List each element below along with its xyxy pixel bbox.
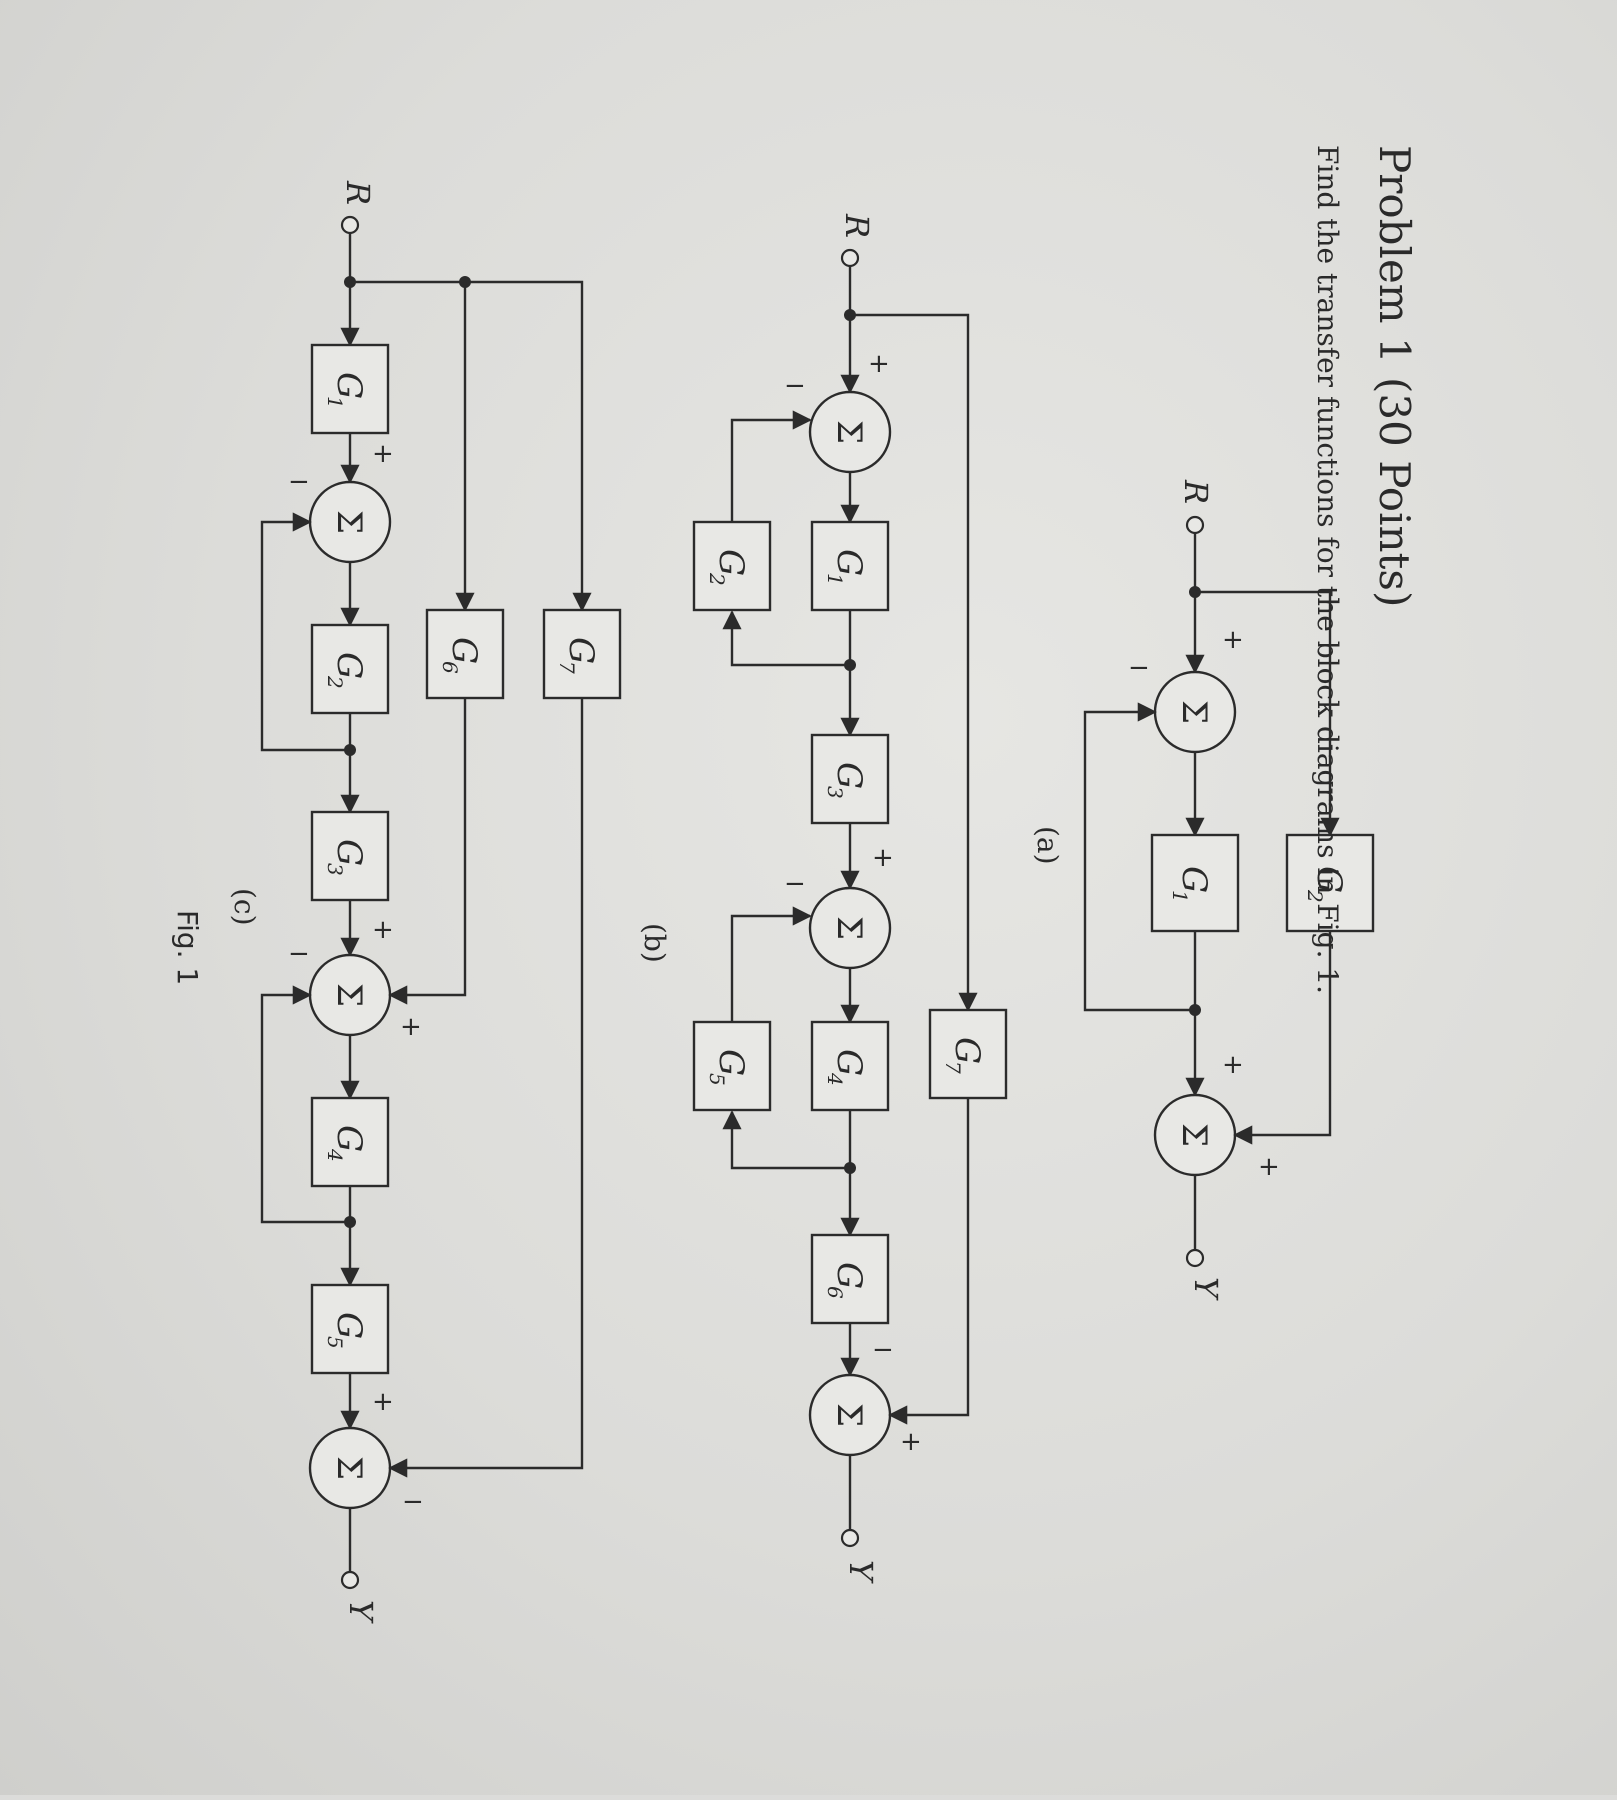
input-label: R <box>1177 479 1215 504</box>
diagram-a-caption: (a) <box>1031 826 1064 865</box>
svg-text:Σ: Σ <box>829 916 869 940</box>
svg-text:5: 5 <box>705 1073 729 1086</box>
svg-text:G: G <box>329 839 369 866</box>
svg-text:Σ: Σ <box>329 510 369 534</box>
svg-text:+: + <box>900 1427 922 1457</box>
svg-text:+: + <box>1258 1152 1280 1182</box>
svg-text:(b): (b) <box>638 923 671 963</box>
svg-text:−: − <box>1128 653 1150 683</box>
svg-text:3: 3 <box>823 786 847 799</box>
svg-text:−: − <box>784 371 806 401</box>
svg-text:1: 1 <box>1168 890 1192 903</box>
svg-text:G: G <box>829 1049 869 1076</box>
svg-text:Σ: Σ <box>1174 1123 1214 1147</box>
svg-text:R: R <box>838 213 876 238</box>
diagram-b: R Σ + − G 1 G 2 G 3 Σ + − <box>638 213 1008 1584</box>
svg-text:+: + <box>1222 1050 1244 1080</box>
svg-text:G: G <box>829 1262 869 1289</box>
svg-text:+: + <box>372 915 394 945</box>
svg-text:G: G <box>711 1049 751 1076</box>
svg-text:G: G <box>561 637 601 664</box>
svg-text:G: G <box>329 372 369 399</box>
svg-text:+: + <box>372 1387 394 1417</box>
svg-text:+: + <box>372 439 394 469</box>
svg-text:G: G <box>444 637 484 664</box>
svg-text:Σ: Σ <box>329 1456 369 1480</box>
svg-text:2: 2 <box>1303 889 1327 903</box>
svg-text:Σ: Σ <box>829 420 869 444</box>
svg-text:2: 2 <box>323 675 347 689</box>
svg-text:G: G <box>329 1312 369 1339</box>
svg-text:G: G <box>947 1037 987 1064</box>
svg-text:G: G <box>329 1125 369 1152</box>
problem-title-page: Problem 1 (30 Points) <box>1370 145 1419 607</box>
svg-text:(c): (c) <box>228 888 261 926</box>
svg-text:−: − <box>872 1335 894 1365</box>
svg-text:G: G <box>1174 866 1214 893</box>
svg-text:G: G <box>329 652 369 679</box>
output-terminal <box>1185 1248 1205 1268</box>
svg-text:5: 5 <box>323 1336 347 1349</box>
svg-text:+: + <box>400 1012 422 1042</box>
svg-text:+: + <box>1222 625 1244 655</box>
svg-text:−: − <box>784 869 806 899</box>
block-g2 <box>1285 833 1375 933</box>
svg-text:G: G <box>1309 866 1349 893</box>
svg-text:6: 6 <box>823 1286 847 1299</box>
svg-text:G: G <box>829 762 869 789</box>
svg-text:Y: Y <box>342 1600 380 1624</box>
svg-text:−: − <box>402 1487 424 1517</box>
svg-text:G: G <box>711 549 751 576</box>
svg-text:4: 4 <box>323 1148 347 1162</box>
svg-text:Σ: Σ <box>1174 700 1214 724</box>
svg-text:+: + <box>868 349 890 379</box>
svg-text:7: 7 <box>941 1061 965 1074</box>
svg-text:+: + <box>872 843 894 873</box>
input-terminal <box>1185 515 1205 535</box>
figure-caption: Fig. 1 <box>171 910 204 985</box>
diagram-a-page: R Σ + − G 1 G 2 Σ + + Y (a) <box>1031 479 1375 1301</box>
diagram-c: R G 1 Σ + − G 2 G 6 G 7 <box>228 180 622 1624</box>
svg-text:Σ: Σ <box>829 1403 869 1427</box>
svg-text:6: 6 <box>438 661 462 674</box>
svg-text:1: 1 <box>323 396 347 409</box>
svg-text:Y: Y <box>1187 1277 1225 1301</box>
svg-text:3: 3 <box>323 863 347 876</box>
svg-text:G: G <box>829 549 869 576</box>
svg-text:2: 2 <box>705 572 729 586</box>
block-g1 <box>1150 833 1240 933</box>
svg-text:−: − <box>288 467 310 497</box>
svg-text:−: − <box>288 939 310 969</box>
svg-text:1: 1 <box>823 573 847 586</box>
svg-text:Σ: Σ <box>329 983 369 1007</box>
svg-text:4: 4 <box>823 1072 847 1086</box>
svg-text:7: 7 <box>555 661 579 674</box>
svg-text:R: R <box>339 180 377 205</box>
svg-text:Y: Y <box>842 1560 880 1584</box>
problem-instruction-page: Find the transfer functions for the bloc… <box>1311 145 1344 994</box>
